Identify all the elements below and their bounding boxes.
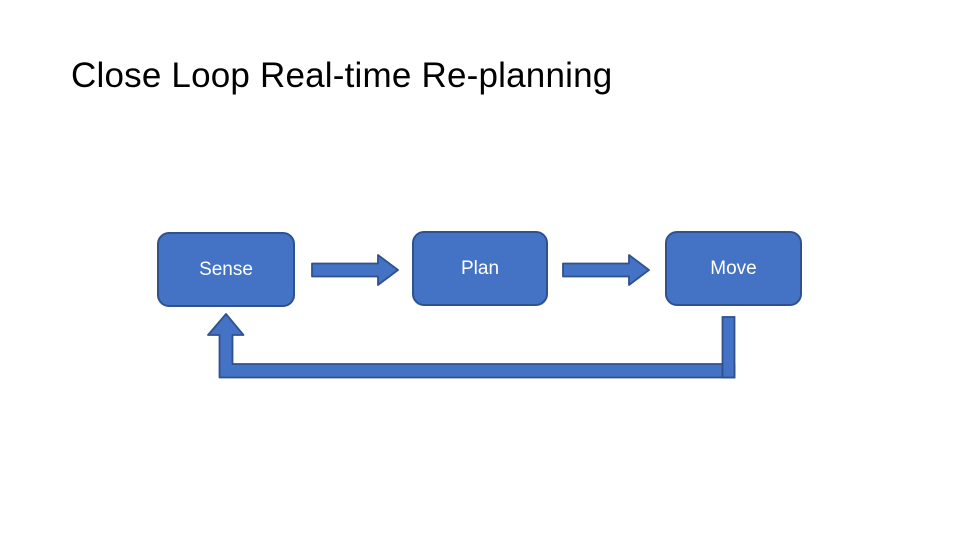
node-plan: Plan	[412, 231, 548, 306]
node-move: Move	[665, 231, 802, 306]
node-sense: Sense	[157, 232, 295, 307]
node-sense-label: Sense	[199, 258, 253, 280]
slide-title: Close Loop Real-time Re-planning	[71, 56, 613, 95]
arrow-plan-to-move-icon	[562, 254, 650, 286]
arrow-sense-to-plan-icon	[311, 254, 399, 286]
arrow-move-to-sense-feedback-icon	[207, 313, 736, 379]
node-move-label: Move	[710, 257, 757, 279]
node-plan-label: Plan	[460, 257, 500, 279]
feedback-drop-bar-icon	[721, 316, 736, 379]
